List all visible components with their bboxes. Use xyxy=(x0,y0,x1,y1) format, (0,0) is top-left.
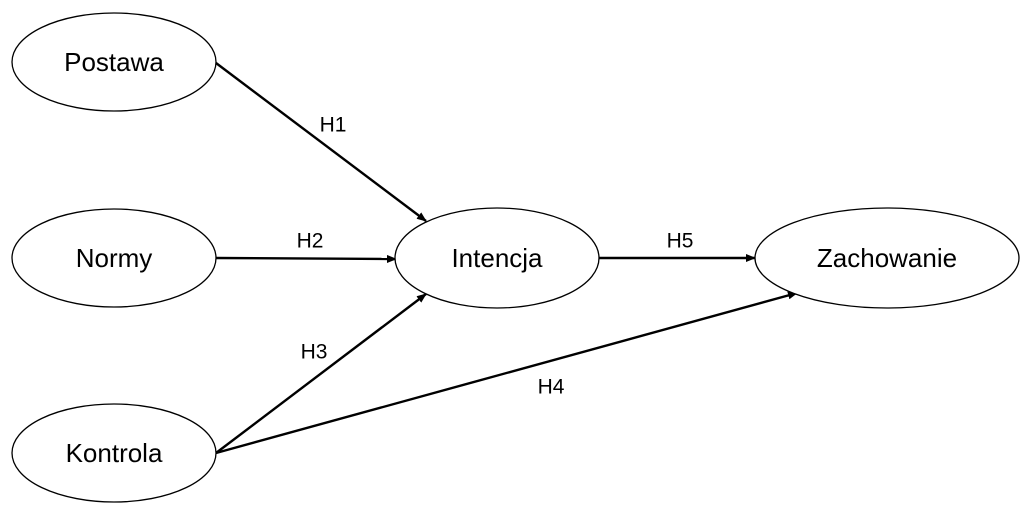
node-zachowanie-ellipse xyxy=(754,207,1020,309)
edge-label-h1: H1 xyxy=(320,114,347,137)
node-zachowanie-label: Zachowanie xyxy=(817,243,957,273)
node-intencja: Intencja xyxy=(394,207,600,309)
node-kontrola: Kontrola xyxy=(11,403,217,503)
edge-label-h4: H4 xyxy=(538,376,565,399)
edge-label-h3: H3 xyxy=(301,341,328,364)
edge-h1 xyxy=(215,62,427,222)
node-normy-ellipse xyxy=(11,208,217,308)
node-normy: Normy xyxy=(11,208,217,308)
node-postawa-label: Postawa xyxy=(64,47,164,77)
edge-h2 xyxy=(215,254,397,263)
node-kontrola-ellipse xyxy=(11,403,217,503)
node-postawa-ellipse xyxy=(11,12,217,112)
edge-h3 xyxy=(215,293,427,454)
edge-h4 xyxy=(215,291,798,455)
node-kontrola-label: Kontrola xyxy=(66,438,163,468)
edge-label-h5: H5 xyxy=(667,230,694,253)
node-intencja-ellipse xyxy=(394,207,600,309)
node-zachowanie: Zachowanie xyxy=(754,207,1020,309)
edge-label-h2: H2 xyxy=(297,230,324,253)
node-normy-label: Normy xyxy=(76,243,153,273)
node-postawa: Postawa xyxy=(11,12,217,112)
node-intencja-label: Intencja xyxy=(451,243,543,273)
